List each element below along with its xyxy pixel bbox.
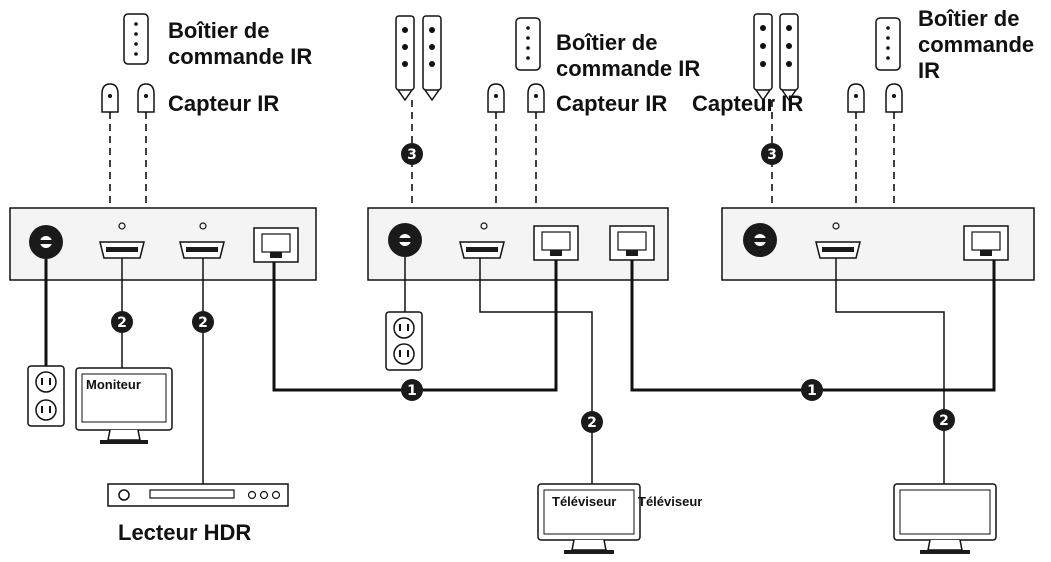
hdmi-port-icon <box>459 241 505 259</box>
tv-icon <box>537 483 641 554</box>
monitor-label: Moniteur <box>86 377 141 392</box>
ir-control-box-icon <box>875 17 901 71</box>
hdmi-cables <box>121 257 945 484</box>
ir-box-label-2-line1: Boîtier de <box>556 30 657 55</box>
marker-hdmi-cable: 2 <box>933 409 955 431</box>
ir-sensor-icon <box>487 83 545 113</box>
ir-sensor-label-1: Capteur IR <box>168 91 279 116</box>
ir-control-box-icon <box>515 17 541 71</box>
ir-box-label-3-line2: commande <box>918 32 1034 57</box>
marker-cat-cable: 1 <box>401 379 423 401</box>
tv-label-2: Téléviseur <box>638 494 702 509</box>
wall-outlet-icon <box>385 311 423 371</box>
svg-text:2: 2 <box>117 315 127 331</box>
svg-text:3: 3 <box>767 147 777 163</box>
ir-control-box-icon <box>123 13 149 65</box>
marker-hdmi-cable: 2 <box>111 311 133 333</box>
ir-transmitter-pair-icon <box>753 13 799 102</box>
power-jack-icon <box>29 225 63 259</box>
svg-text:1: 1 <box>407 383 417 399</box>
svg-text:1: 1 <box>807 383 817 399</box>
hdmi-port-icon <box>179 241 225 259</box>
monitor-icon <box>75 367 173 444</box>
svg-text:2: 2 <box>587 415 597 431</box>
ir-port-icons <box>118 222 840 230</box>
tv-icon <box>893 483 997 554</box>
ir-sensor-label-2: Capteur IR <box>556 91 667 116</box>
marker-ir-cable: 3 <box>401 143 423 165</box>
power-jack-icon <box>743 223 777 257</box>
hdr-player-icon <box>107 483 289 507</box>
ethernet-port-icon <box>609 225 655 261</box>
svg-text:3: 3 <box>407 147 417 163</box>
tv-label-1: Téléviseur <box>552 494 616 509</box>
ir-box-label-1-line1: Boîtier de <box>168 18 269 43</box>
svg-text:2: 2 <box>198 315 208 331</box>
ir-box-label-3-line3: IR <box>918 58 940 83</box>
ir-box-label-1-line2: commande IR <box>168 44 312 69</box>
ir-box-label-2-line2: commande IR <box>556 56 700 81</box>
hdmi-port-icon <box>99 241 145 259</box>
svg-text:2: 2 <box>939 413 949 429</box>
ir-sensor-icon <box>847 83 903 113</box>
marker-cat-cable: 1 <box>801 379 823 401</box>
marker-ir-cable: 3 <box>761 143 783 165</box>
ir-sensor-icon <box>101 83 155 113</box>
ir-transmitter-pair-icon <box>395 15 442 102</box>
marker-hdmi-cable: 2 <box>581 411 603 433</box>
ethernet-port-icon <box>533 225 579 261</box>
ethernet-port-icon <box>963 225 1009 261</box>
ethernet-port-icon <box>253 227 299 263</box>
ir-box-label-3-line1: Boîtier de <box>918 6 1019 31</box>
ir-sensor-label-3: Capteur IR <box>692 91 803 116</box>
hdmi-port-icon <box>815 241 861 259</box>
marker-hdmi-cable: 2 <box>192 311 214 333</box>
hdr-player-label: Lecteur HDR <box>118 520 251 545</box>
wall-outlet-icon <box>27 365 65 427</box>
power-jack-icon <box>388 223 422 257</box>
